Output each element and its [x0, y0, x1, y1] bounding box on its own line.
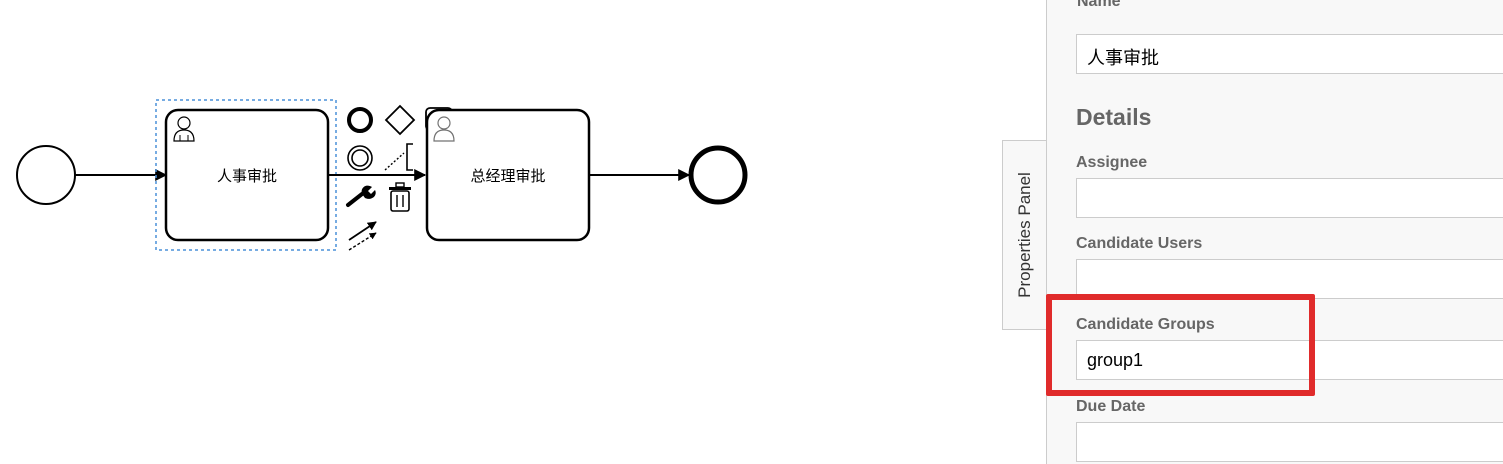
- properties-panel-toggle[interactable]: Properties Panel: [1002, 140, 1046, 330]
- user-task-gm-approval[interactable]: 总经理审批: [425, 108, 591, 242]
- connect-icon[interactable]: [348, 221, 377, 251]
- start-event[interactable]: [16, 145, 76, 205]
- assignee-input[interactable]: [1076, 178, 1503, 218]
- candidate-users-label: Candidate Users: [1076, 235, 1203, 252]
- gateway-icon[interactable]: [384, 104, 416, 136]
- candidate-users-input[interactable]: [1076, 259, 1503, 299]
- task1-label: 人事审批: [217, 167, 277, 185]
- due-date-label: Due Date: [1076, 398, 1146, 415]
- bpmn-canvas[interactable]: 人事审批: [0, 0, 1000, 464]
- name-label-cut: Name: [1077, 0, 1121, 10]
- trash-icon[interactable]: [389, 182, 411, 212]
- name-input[interactable]: 人事审批: [1076, 34, 1503, 74]
- text-annotation-icon[interactable]: [384, 143, 413, 171]
- end-event[interactable]: [688, 145, 748, 205]
- candidate-groups-input[interactable]: group1: [1076, 340, 1503, 380]
- assignee-label: Assignee: [1076, 154, 1148, 171]
- user-icon: [433, 116, 455, 142]
- user-icon: [173, 116, 195, 142]
- due-date-input[interactable]: [1076, 422, 1503, 462]
- candidate-groups-label: Candidate Groups: [1076, 316, 1215, 333]
- task2-label: 总经理审批: [470, 167, 545, 185]
- intermediate-event-icon[interactable]: [347, 145, 373, 171]
- wrench-icon[interactable]: [346, 185, 376, 207]
- properties-panel-toggle-label: Properties Panel: [1014, 172, 1034, 298]
- highlight-annotation-box: [1046, 294, 1315, 396]
- end-event-icon[interactable]: [347, 107, 373, 133]
- user-task-hr-approval[interactable]: 人事审批: [164, 108, 330, 242]
- details-group-title: Details: [1076, 104, 1152, 130]
